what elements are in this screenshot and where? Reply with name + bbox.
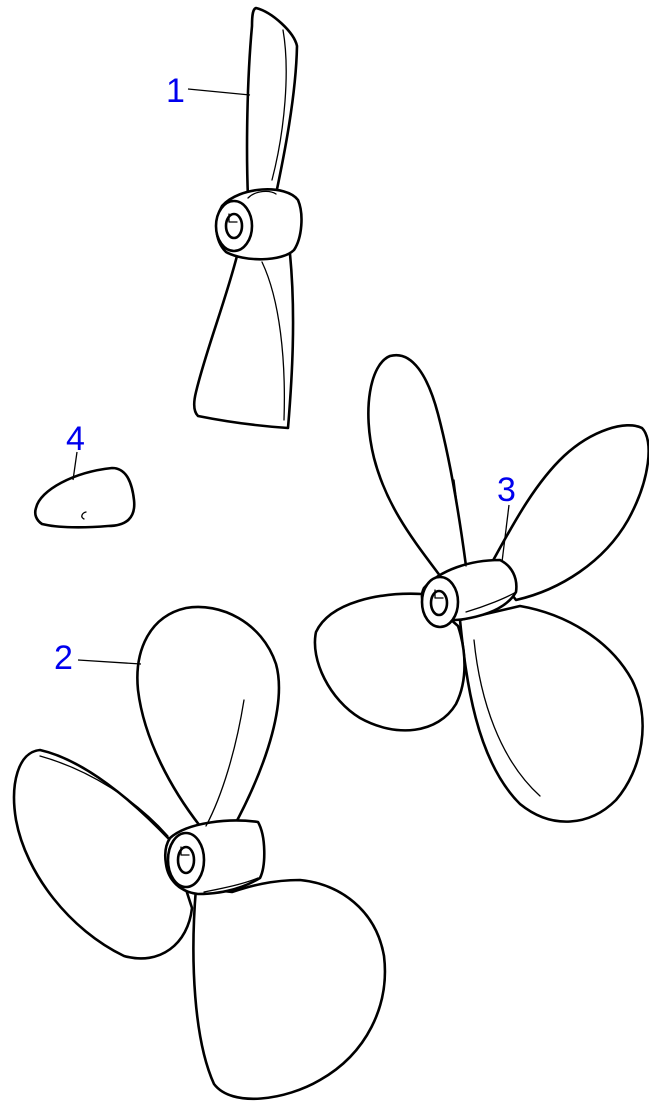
propeller-nut	[35, 468, 134, 527]
callout-1: 1	[166, 72, 185, 110]
callout-4: 4	[66, 420, 85, 458]
two-blade-upper-blade	[247, 8, 297, 198]
two-blade-propeller	[194, 8, 301, 428]
right-prop-shaft-bore	[431, 591, 447, 615]
propeller-nut-body	[35, 468, 134, 527]
right-prop-blade-top	[368, 355, 466, 584]
callout-3: 3	[497, 471, 516, 509]
callout-1-leader	[188, 89, 250, 95]
two-blade-lower-blade	[194, 252, 293, 428]
callout-2-leader	[78, 660, 141, 664]
callout-2: 2	[54, 639, 73, 677]
left-prop-blade-bottom	[193, 880, 384, 1099]
right-prop-blade-lower	[460, 606, 643, 822]
left-prop-blade-top	[137, 607, 279, 830]
three-blade-propeller-right	[315, 355, 649, 821]
